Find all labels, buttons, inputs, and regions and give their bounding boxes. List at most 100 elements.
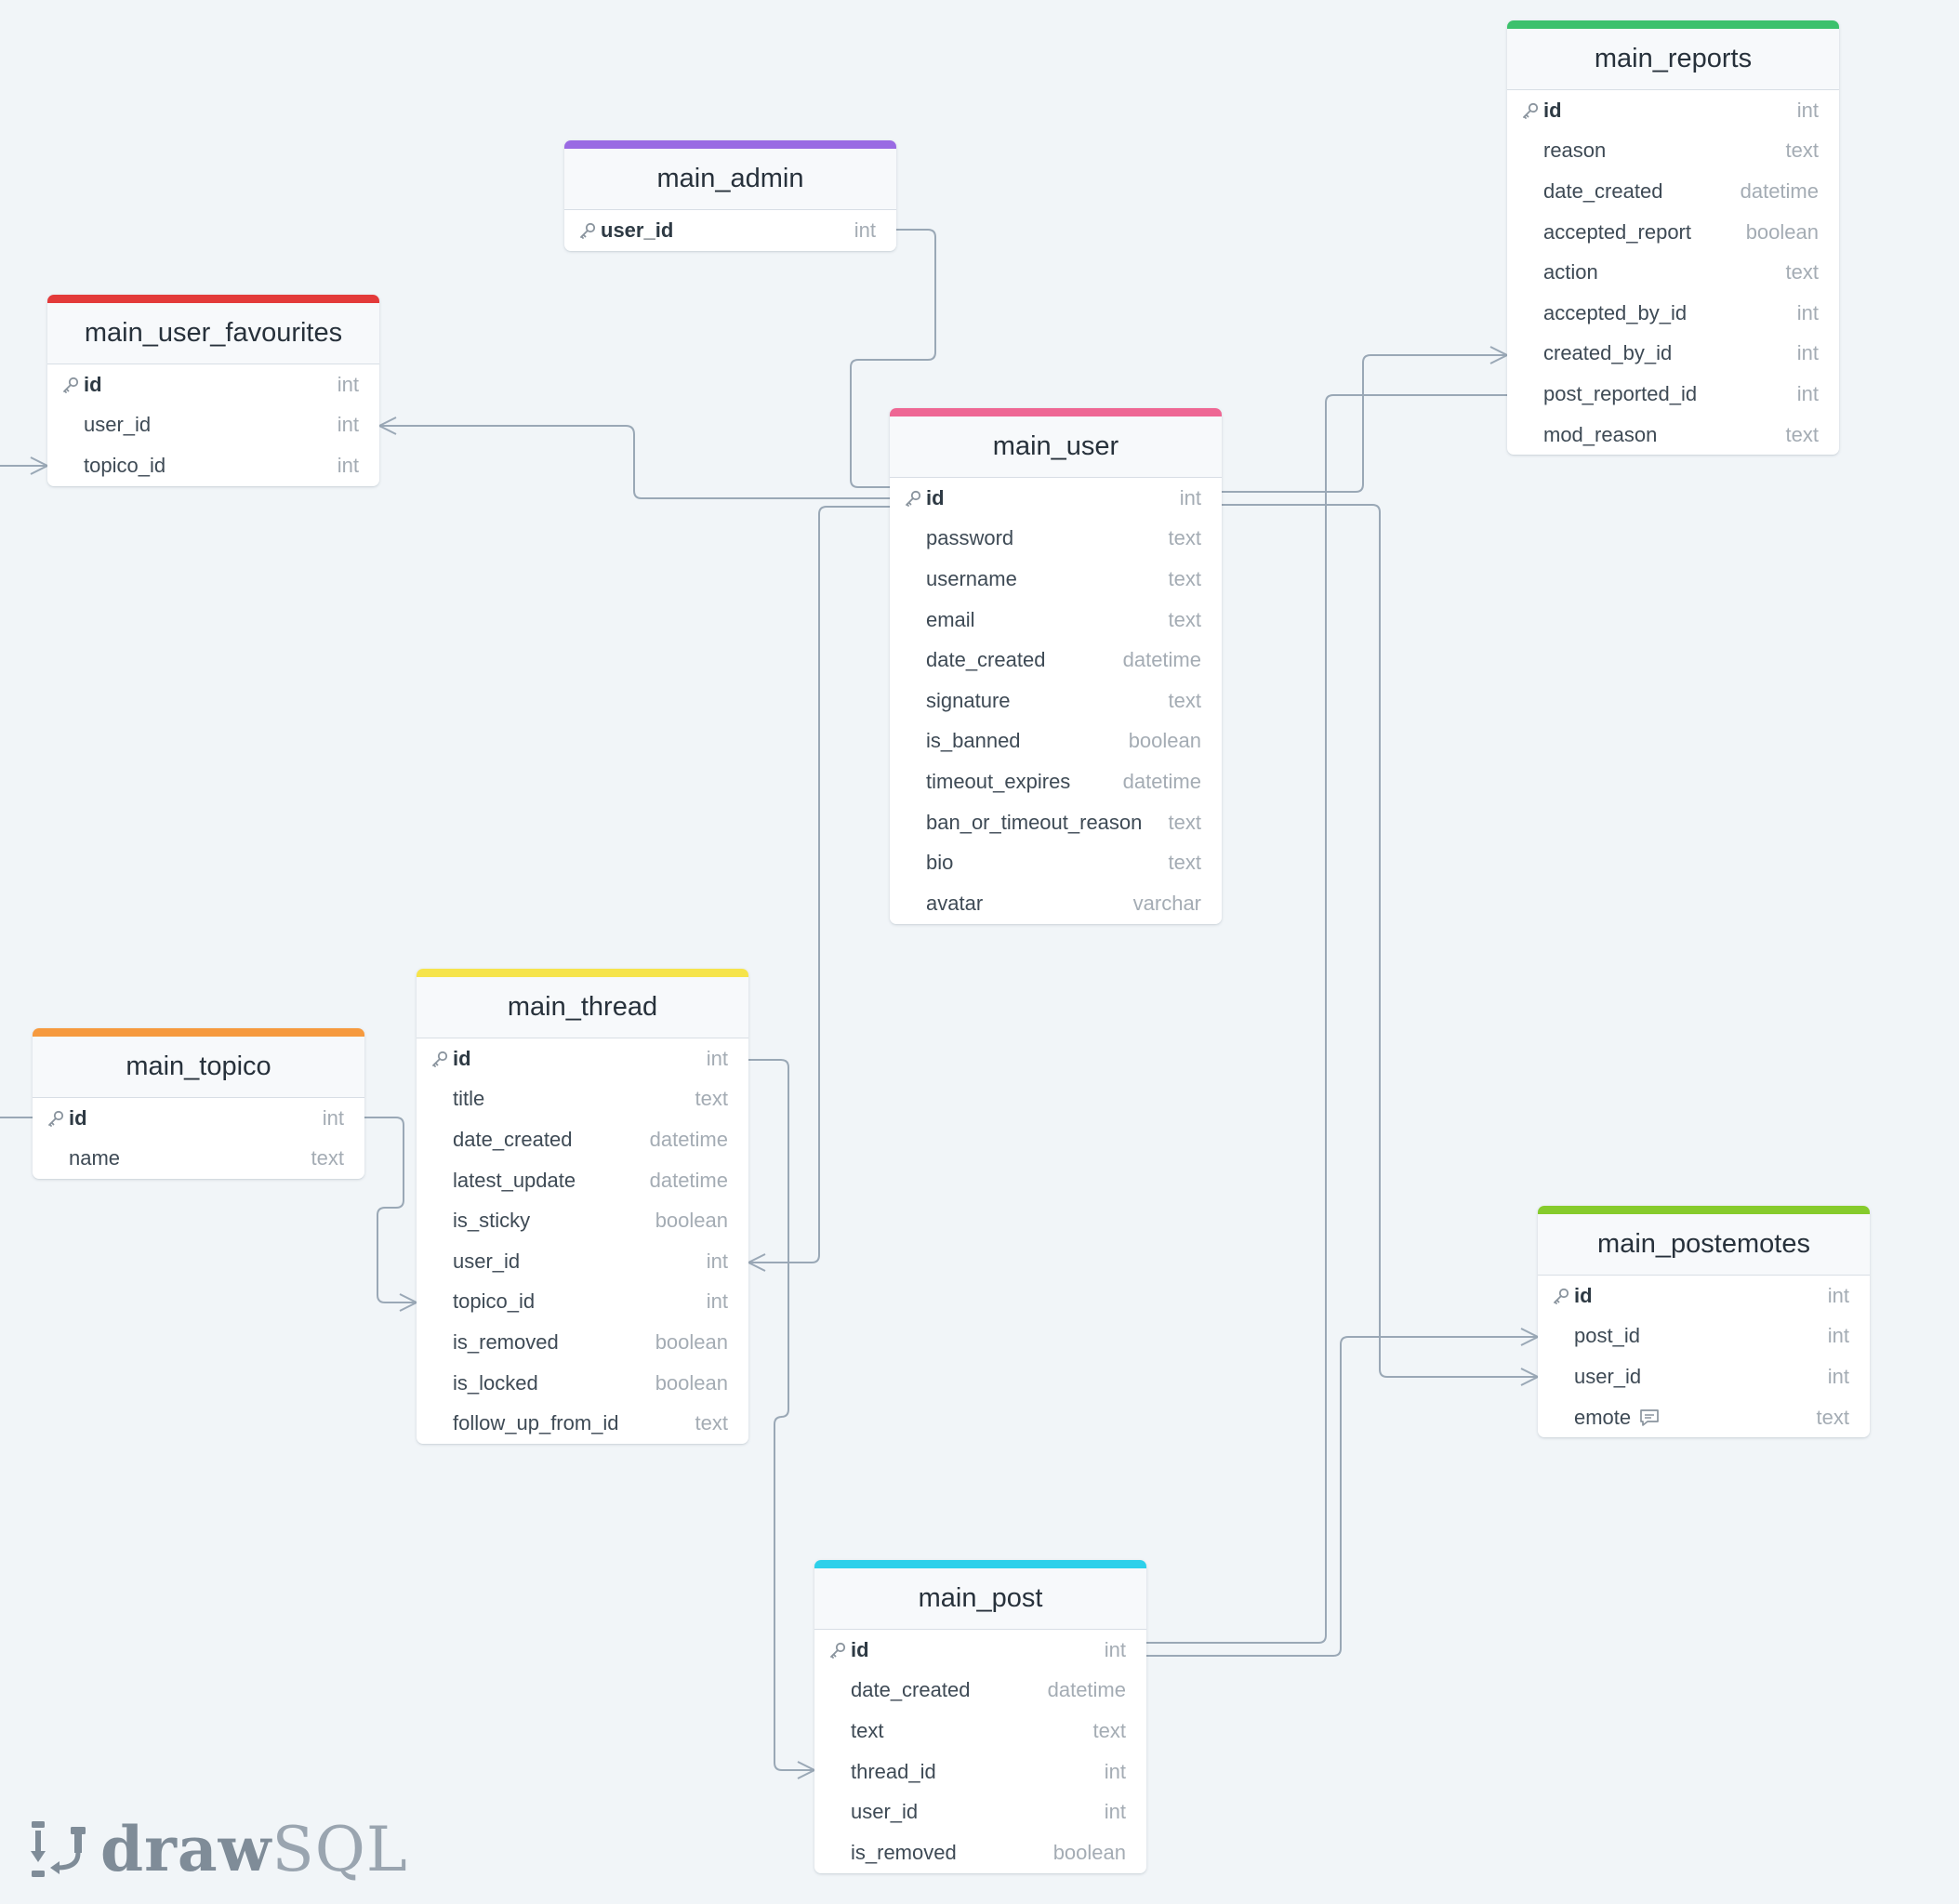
relation-reports-user[interactable] <box>1222 354 1507 493</box>
table-title[interactable]: main_reports <box>1507 29 1839 90</box>
table-title[interactable]: main_thread <box>417 977 748 1038</box>
key-slot <box>901 691 924 711</box>
key-slot <box>1518 303 1542 324</box>
key-slot <box>826 1721 849 1741</box>
table-title[interactable]: main_postemotes <box>1538 1214 1870 1276</box>
table-title[interactable]: main_topico <box>33 1037 364 1098</box>
relation-postemotes-post[interactable] <box>1146 1336 1538 1657</box>
table-color-bar <box>890 408 1222 416</box>
crows-foot-favourites-user[interactable] <box>378 416 397 435</box>
crows-foot-postemotes-user[interactable] <box>1520 1368 1539 1386</box>
column-type: text <box>1168 607 1201 631</box>
column-row[interactable]: ban_or_timeout_reason text <box>890 802 1222 843</box>
column-type: int <box>1104 1800 1126 1824</box>
relation-postemotes-user[interactable] <box>1222 504 1538 1378</box>
crows-foot-postemotes-post[interactable] <box>1520 1328 1539 1346</box>
crows-foot-thread-user[interactable] <box>748 1253 766 1272</box>
crows-foot-post-thread[interactable] <box>797 1761 815 1779</box>
crows-foot-reports-user[interactable] <box>1489 346 1508 364</box>
column-name: topico_id <box>453 1289 536 1314</box>
column-left: is_banned <box>901 729 1021 753</box>
relation-favourites-user[interactable] <box>379 425 890 499</box>
column-left: latest_update <box>428 1169 576 1193</box>
relation-post-thread[interactable] <box>748 1059 814 1771</box>
crows-foot-favourites-topico[interactable] <box>30 456 48 475</box>
column-name: ban_or_timeout_reason <box>926 810 1143 834</box>
column-name: is_removed <box>453 1329 559 1354</box>
comment-icon[interactable] <box>1638 1408 1661 1428</box>
table-title[interactable]: main_user <box>890 416 1222 478</box>
key-slot <box>901 569 924 589</box>
column-left: action <box>1518 260 1598 284</box>
table-title[interactable]: main_post <box>814 1568 1146 1630</box>
table-title[interactable]: main_admin <box>564 149 896 210</box>
table-title[interactable]: main_user_favourites <box>47 303 379 364</box>
column-type: text <box>1168 810 1201 834</box>
column-left: topico_id <box>428 1289 535 1314</box>
key-icon <box>826 1640 849 1660</box>
key-slot <box>428 1170 451 1191</box>
crows-foot-thread-topico[interactable] <box>399 1293 417 1312</box>
relation-thread-topico[interactable] <box>364 1117 417 1303</box>
column-name: id <box>851 1637 869 1661</box>
column-type: int <box>1827 1324 1849 1348</box>
key-slot <box>901 610 924 630</box>
relation-thread-user[interactable] <box>748 506 890 1263</box>
column-left: bio <box>901 851 953 875</box>
column-name: created_by_id <box>1543 341 1673 365</box>
